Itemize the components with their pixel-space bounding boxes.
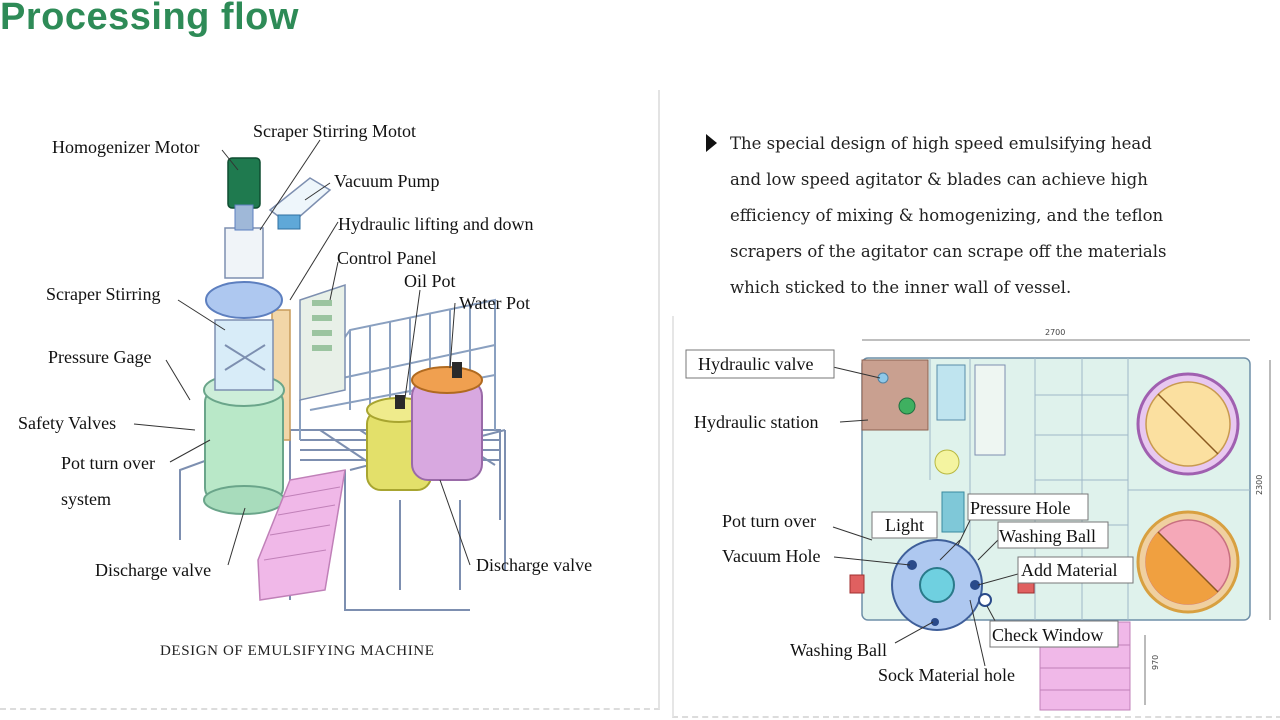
description-line: The special design of high speed emulsif…	[730, 134, 1152, 153]
description-line: scrapers of the agitator can scrape off …	[730, 242, 1167, 261]
label-discharge-valve-left: Discharge valve	[95, 560, 211, 580]
description-line: efficiency of mixing & homogenizing, and…	[730, 206, 1164, 225]
label-water-pot: Water Pot	[459, 293, 530, 313]
label-oil-pot: Oil Pot	[404, 271, 456, 291]
label-scraper-stirring: Scraper Stirring	[46, 284, 160, 304]
label-discharge-valve-right: Discharge valve	[476, 555, 592, 575]
label-pot-turn-over-system: system	[61, 489, 111, 509]
label-control-panel: Control Panel	[337, 248, 437, 268]
machine-diagram-panel	[0, 90, 660, 710]
description-text: The special design of high speed emulsif…	[730, 126, 1270, 306]
control-panel	[299, 283, 346, 401]
stairs	[257, 469, 346, 601]
vacuum-pump	[268, 177, 332, 230]
label-safety-valves: Safety Valves	[18, 413, 116, 433]
platform-railing	[299, 298, 496, 440]
water-pot	[411, 362, 483, 481]
description-line: which sticked to the inner wall of vesse…	[730, 278, 1072, 297]
top-view-panel	[672, 316, 1280, 718]
page-title: Processing flow	[0, 0, 299, 38]
label-pot-turn-over: Pot turn over	[61, 453, 155, 473]
main-vessel	[203, 227, 285, 515]
leader-lines	[133, 139, 471, 566]
label-scraper-stirring-motor: Scraper Stirring Motot	[253, 121, 416, 141]
label-homogenizer-motor: Homogenizer Motor	[52, 137, 199, 157]
description-line: and low speed agitator & blades can achi…	[730, 170, 1148, 189]
label-vacuum-pump: Vacuum Pump	[334, 171, 440, 191]
diagram-caption: DESIGN OF EMULSIFYING MACHINE	[160, 643, 435, 659]
label-hydraulic-lifting: Hydraulic lifting and down	[338, 214, 533, 234]
emulsifying-machine-diagram: Homogenizer Motor Scraper Stirring Motot…	[18, 121, 592, 659]
label-pressure-gage: Pressure Gage	[48, 347, 151, 367]
homogenizer-motor	[227, 157, 261, 231]
bullet-arrow-icon	[706, 134, 717, 152]
